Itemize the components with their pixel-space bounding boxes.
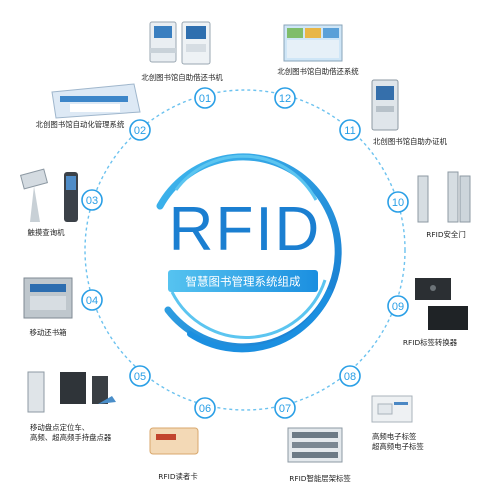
center-title: RFID bbox=[169, 195, 322, 264]
node-number: 07 bbox=[279, 403, 291, 415]
node-05: 05 bbox=[129, 365, 151, 387]
node-12: 12 bbox=[274, 87, 296, 109]
node-number: 11 bbox=[344, 125, 355, 137]
node-label-08: 高频电子标签 超高频电子标签 bbox=[372, 432, 424, 451]
node-circle bbox=[387, 191, 409, 213]
reader-card-icon bbox=[149, 427, 199, 455]
self-service-system-screen-icon bbox=[283, 24, 343, 62]
node-number: 06 bbox=[199, 403, 211, 415]
node-04: 04 bbox=[81, 289, 103, 311]
node-11: 11 bbox=[339, 119, 361, 141]
node-number: 09 bbox=[392, 301, 404, 313]
node-03: 03 bbox=[81, 189, 103, 211]
node-circle bbox=[81, 189, 103, 211]
node-label-03: 触摸查询机 bbox=[27, 228, 65, 237]
node-number: 03 bbox=[86, 195, 98, 207]
touch-query-kiosk-icon bbox=[19, 168, 78, 222]
center-rings bbox=[156, 153, 342, 353]
mobile-return-box-icon bbox=[23, 277, 73, 319]
smart-shelf-label-icon bbox=[287, 427, 343, 463]
node-circle bbox=[274, 397, 296, 419]
node-number: 12 bbox=[279, 93, 291, 105]
node-circle bbox=[387, 295, 409, 317]
node-circle bbox=[339, 365, 361, 387]
node-number: 10 bbox=[392, 197, 404, 209]
node-02: 02 bbox=[129, 119, 151, 141]
node-circle bbox=[339, 119, 361, 141]
node-01: 01 bbox=[194, 87, 216, 109]
node-number: 02 bbox=[134, 125, 146, 137]
electronic-tag-icon bbox=[371, 395, 413, 423]
node-10: 10 bbox=[387, 191, 409, 213]
tag-converter-icon bbox=[415, 278, 468, 330]
node-circle bbox=[81, 289, 103, 311]
node-06: 06 bbox=[194, 397, 216, 419]
inventory-cart-handheld-icon bbox=[27, 371, 116, 413]
node-label-07: RFID智能层架标签 bbox=[289, 474, 351, 483]
node-number: 04 bbox=[86, 295, 98, 307]
card-issuing-kiosk-icon bbox=[371, 79, 399, 131]
node-label-12: 北创图书馆自助借还系统 bbox=[277, 67, 359, 76]
node-circle bbox=[194, 397, 216, 419]
node-number: 08 bbox=[344, 371, 356, 383]
node-number: 05 bbox=[134, 371, 146, 383]
node-circle bbox=[129, 119, 151, 141]
self-checkout-kiosk-icon bbox=[149, 21, 211, 65]
security-gate-icon bbox=[417, 171, 471, 223]
node-label-01: 北创图书馆自助借还书机 bbox=[141, 73, 223, 82]
node-label-05: 移动盘点定位车、 高频、超高频手持盘点器 bbox=[30, 423, 112, 442]
node-label-11: 北创图书馆自助办证机 bbox=[373, 137, 447, 146]
node-08: 08 bbox=[339, 365, 361, 387]
subtitle-banner bbox=[168, 270, 318, 292]
node-label-09: RFID标签转换器 bbox=[402, 338, 458, 347]
node-09: 09 bbox=[387, 295, 409, 317]
node-label-10: RFID安全门 bbox=[426, 230, 466, 239]
device-images bbox=[19, 21, 471, 463]
dashed-orbit bbox=[84, 89, 406, 411]
node-label-04: 移动还书箱 bbox=[29, 328, 67, 337]
node-circle bbox=[274, 87, 296, 109]
node-circle bbox=[129, 365, 151, 387]
node-label-02: 北创图书馆自动化管理系统 bbox=[35, 120, 125, 129]
node-label-06: RFID读者卡 bbox=[158, 472, 198, 481]
center-subtitle: 智慧图书管理系统组成 bbox=[186, 275, 301, 289]
node-circle bbox=[194, 87, 216, 109]
node-number: 01 bbox=[199, 93, 211, 105]
management-software-icon bbox=[51, 83, 141, 119]
node-07: 07 bbox=[274, 397, 296, 419]
